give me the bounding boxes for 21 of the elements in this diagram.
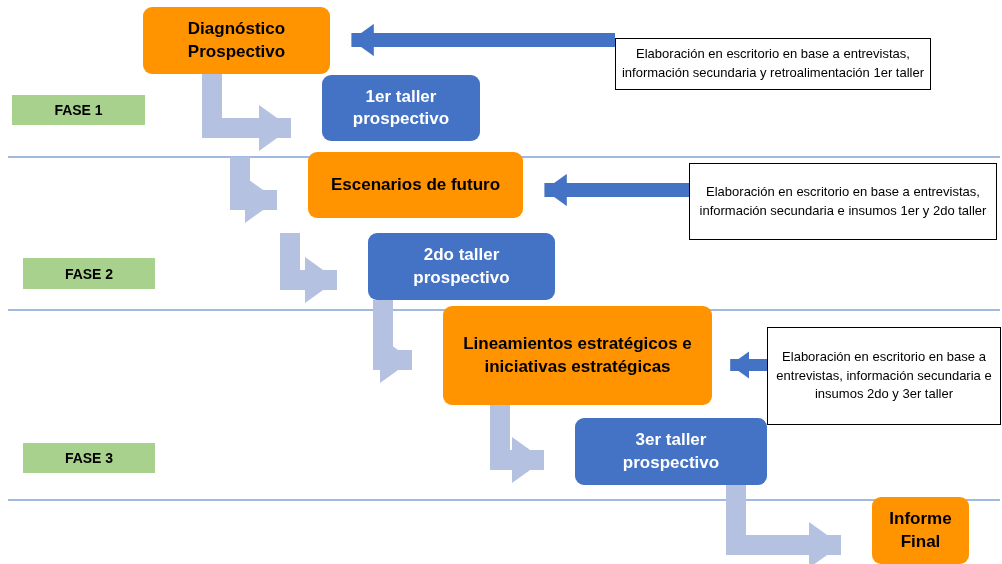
arrow [202, 74, 291, 151]
arrow [280, 233, 337, 303]
process-box: Escenarios de futuro [308, 152, 523, 218]
process-box: Diagnóstico Prospectivo [143, 7, 330, 74]
phase-label: FASE 2 [23, 258, 155, 289]
process-box: Informe Final [872, 497, 969, 564]
workshop-box: 1er taller prospectivo [322, 75, 480, 141]
workshop-box: 3er taller prospectivo [575, 418, 767, 485]
process-box: Lineamientos estratégicos e iniciativas estratégicas [443, 306, 712, 405]
arrow [544, 173, 689, 207]
arrow [351, 23, 615, 57]
arrow [730, 351, 767, 379]
arrow [373, 300, 412, 383]
arrow [230, 157, 277, 223]
note-box: Elaboración en escritorio en base a entrevistas, información secundaria e insumos 2do y 3er taller [767, 327, 1001, 425]
note-box: Elaboración en escritorio en base a entrevistas, información secundaria e insumos 1er y 2do taller [689, 163, 997, 240]
workshop-box: 2do taller prospectivo [368, 233, 555, 300]
arrow [726, 485, 841, 564]
note-box: Elaboración en escritorio en base a entrevistas, información secundaria y retroalimentación 1er taller [615, 38, 931, 90]
phase-label: FASE 3 [23, 443, 155, 473]
phase-label: FASE 1 [12, 95, 145, 125]
